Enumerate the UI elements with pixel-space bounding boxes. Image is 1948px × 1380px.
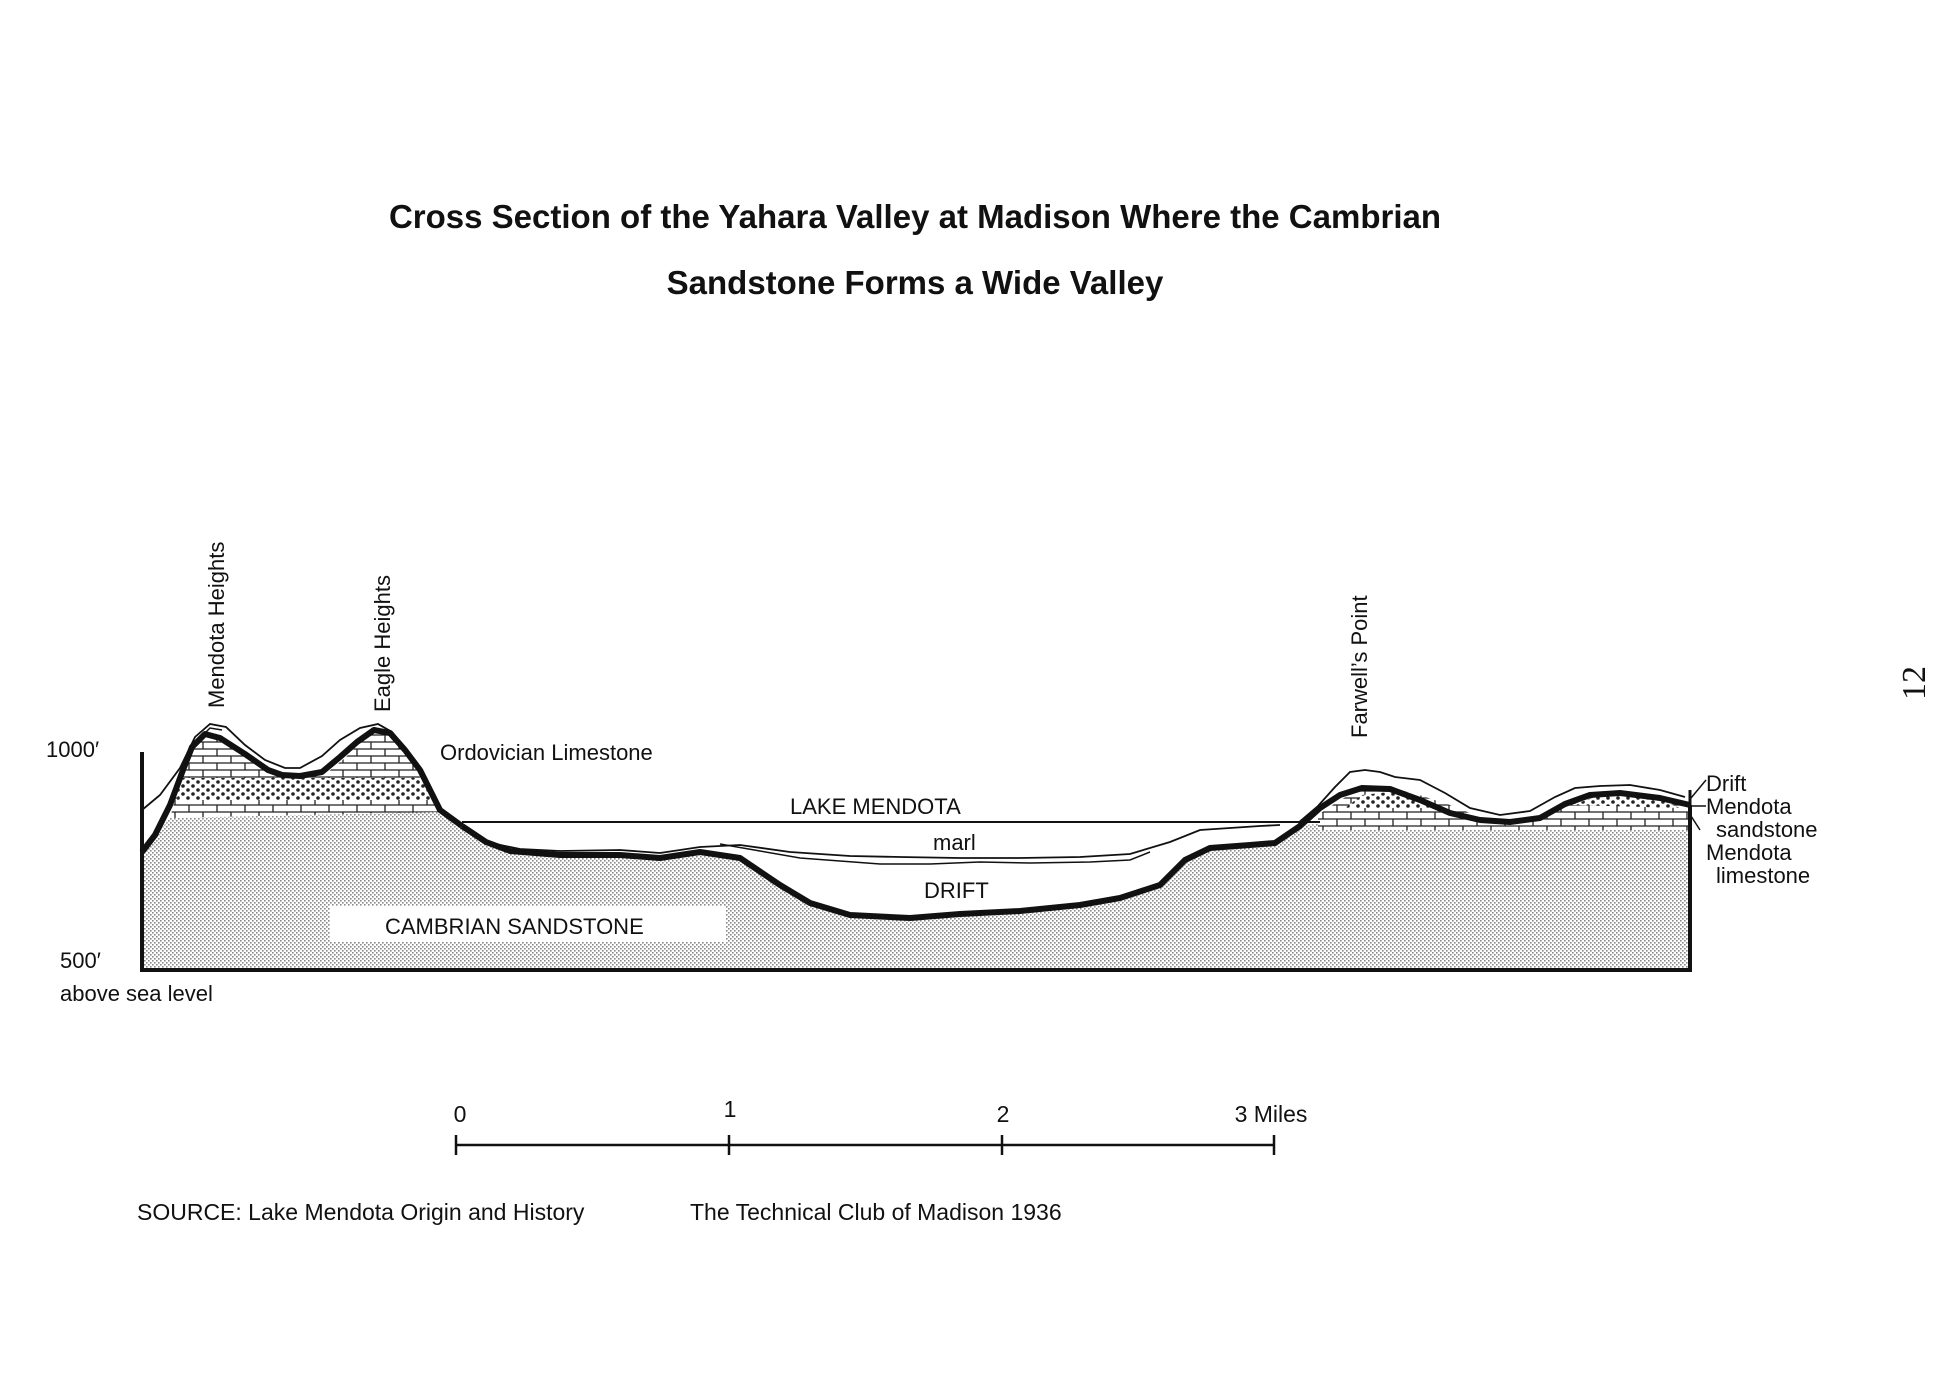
label-lake-mendota: LAKE MENDOTA [790,794,961,819]
label-farwells-point: Farwell’s Point [1347,595,1372,738]
label-marl: marl [933,830,976,855]
drift-cap-left-2 [192,727,223,746]
legend-mendota-limestone-1: Mendota [1706,840,1792,865]
pointer-drift [1690,779,1707,799]
drift-floor-line [460,785,1691,921]
source-citation: SOURCE: Lake Mendota Origin and History [137,1199,585,1225]
label-cambrian-sandstone: CAMBRIAN SANDSTONE [385,914,644,939]
label-eagle-heights: Eagle Heights [370,575,395,712]
legend-drift: Drift [1706,771,1746,796]
scale-label-3: 3 Miles [1234,1101,1308,1127]
cambrian-label-box [330,906,726,942]
drift-cap-left [141,723,421,811]
label-drift: DRIFT [924,878,989,903]
elevation-label-500: 500′ [60,948,101,973]
diagram-title-line-1: Cross Section of the Yahara Valley at Ma… [388,198,1442,235]
legend-mendota-limestone-2: limestone [1716,863,1810,888]
legend-mendota-sandstone-2: sandstone [1716,817,1818,842]
elevation-label-note: above sea level [60,981,213,1006]
marl-line-upper [485,824,1281,859]
label-ordovician-limestone: Ordovician Limestone [440,740,653,765]
legend-mendota-sandstone-1: Mendota [1706,794,1792,819]
lake-mendota-water [462,822,1290,918]
scale-label-0: 0 [453,1101,467,1127]
marl-line-lower [719,843,1151,865]
section-frame [140,752,1692,972]
diagram-title-line-2: Sandstone Forms a Wide Valley [666,264,1164,301]
scale-label-1: 1 [723,1096,737,1122]
label-mendota-heights: Mendota Heights [204,542,229,708]
drift-cap-right [1297,769,1686,824]
elevation-label-1000: 1000′ [46,737,99,762]
source-publisher: The Technical Club of Madison 1936 [690,1199,1062,1225]
scale-label-2: 2 [996,1101,1010,1127]
mendota-sandstone-left [177,778,432,800]
pointer-mendota-limestone [1690,815,1701,831]
